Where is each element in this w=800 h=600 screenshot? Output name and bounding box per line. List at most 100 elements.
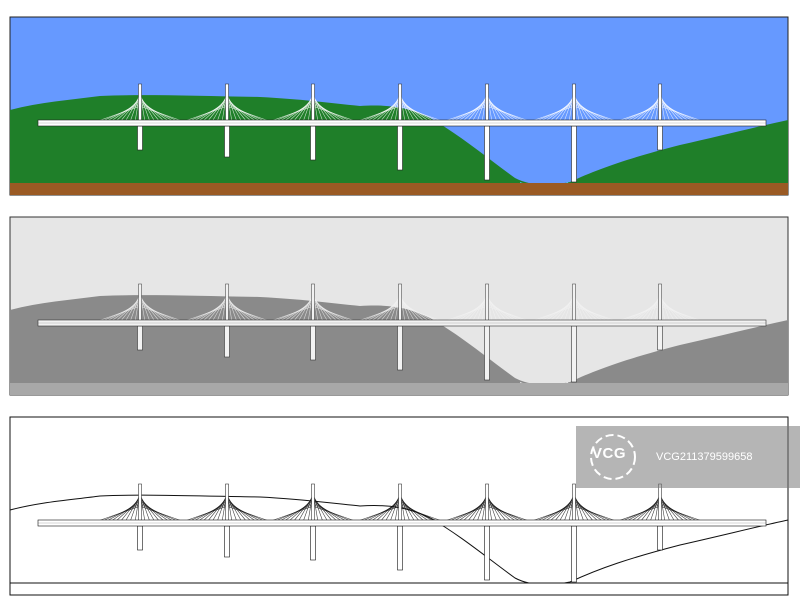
stay-cable <box>181 105 228 123</box>
pylon-mast <box>225 483 229 523</box>
stay-cable <box>94 505 141 523</box>
stay-cable <box>267 305 314 323</box>
pylon-mast <box>658 283 662 323</box>
stay-cable <box>354 305 401 323</box>
pylon-1 <box>94 283 186 351</box>
pylon-2 <box>181 283 273 358</box>
bridge-pier <box>137 125 143 151</box>
color-bridge-panel <box>9 16 789 196</box>
pylon-mast <box>225 83 229 123</box>
bridge-pier <box>571 525 577 583</box>
stay-cable <box>312 505 359 523</box>
bridge-pier <box>310 125 316 161</box>
pylon-mast <box>398 83 402 123</box>
stay-cable <box>441 505 488 523</box>
vcg-logo-icon <box>590 434 636 480</box>
pylon-mast <box>658 83 662 123</box>
bridge-pier <box>657 325 663 351</box>
pylon-5 <box>441 283 533 381</box>
stay-cable <box>312 105 359 123</box>
pylon-3 <box>267 83 359 161</box>
stay-cable <box>614 505 661 523</box>
pylon-4 <box>354 483 446 571</box>
stock-watermark: VCG VCG21137959965​8 <box>576 426 800 488</box>
stay-cable <box>614 105 661 123</box>
pylon-5 <box>441 483 533 581</box>
stay-cable <box>441 305 488 323</box>
stay-cable <box>399 505 446 523</box>
bridge-pier <box>397 125 403 171</box>
bridge-pier <box>484 525 490 581</box>
pylon-1 <box>94 83 186 151</box>
stay-cable <box>94 305 141 323</box>
stay-cable <box>659 505 706 523</box>
pylon-mast <box>398 283 402 323</box>
stay-cable <box>441 105 488 123</box>
pylon-mast <box>138 83 142 123</box>
stay-cable <box>528 105 575 123</box>
pylon-mast <box>311 483 315 523</box>
stay-cable <box>573 505 620 523</box>
pylon-6 <box>528 83 620 183</box>
bridge-pier <box>397 525 403 571</box>
ground-strip <box>10 383 788 395</box>
bridge-pier <box>657 125 663 151</box>
pylon-mast <box>658 483 662 523</box>
pylon-mast <box>311 83 315 123</box>
stay-cable <box>573 105 620 123</box>
stay-cable <box>267 505 314 523</box>
watermark-brand: VCG <box>592 445 627 462</box>
stay-cable <box>399 305 446 323</box>
bridge-pier <box>484 125 490 181</box>
stay-cable <box>528 305 575 323</box>
stay-cable <box>94 105 141 123</box>
bridge-pier <box>397 325 403 371</box>
pylon-3 <box>267 283 359 361</box>
pylon-mast <box>485 483 489 523</box>
pylon-mast <box>572 483 576 523</box>
bridge-pier <box>310 325 316 361</box>
stay-cable <box>139 305 186 323</box>
bridge-pier <box>137 525 143 551</box>
pylon-4 <box>354 83 446 171</box>
stay-cable <box>486 305 533 323</box>
stay-cable <box>226 105 273 123</box>
ground-strip <box>9 582 789 596</box>
stay-cable <box>181 305 228 323</box>
stay-cable <box>486 505 533 523</box>
pylon-7 <box>614 483 706 551</box>
bridge-pier <box>310 525 316 561</box>
pylon-mast <box>398 483 402 523</box>
stay-cable <box>312 305 359 323</box>
stay-cable <box>139 505 186 523</box>
pylon-mast <box>572 283 576 323</box>
pylon-6 <box>528 283 620 383</box>
pylon-mast <box>311 283 315 323</box>
stay-cable <box>614 305 661 323</box>
bridge-pier <box>137 325 143 351</box>
stay-cable <box>486 105 533 123</box>
bridge-pier <box>657 525 663 551</box>
ground-strip <box>10 183 788 195</box>
bridge-pier <box>571 325 577 383</box>
stay-cable <box>528 505 575 523</box>
pylon-mast <box>138 483 142 523</box>
stay-cable <box>354 505 401 523</box>
stay-cable <box>573 305 620 323</box>
bridge-pier <box>571 125 577 183</box>
stay-cable <box>139 105 186 123</box>
bridge-pier <box>224 525 230 558</box>
pylon-mast <box>485 283 489 323</box>
pylon-mast <box>572 83 576 123</box>
pylon-2 <box>181 83 273 158</box>
pylon-mast <box>225 283 229 323</box>
watermark-id: VCG21137959965​8 <box>656 451 753 463</box>
stay-cable <box>226 305 273 323</box>
lineart-bridge-panel <box>9 416 789 596</box>
stay-cable <box>659 305 706 323</box>
terrain-outline <box>9 494 789 586</box>
grayscale-bridge-panel <box>9 216 789 396</box>
bridge-pier <box>224 125 230 158</box>
stay-cable <box>399 105 446 123</box>
